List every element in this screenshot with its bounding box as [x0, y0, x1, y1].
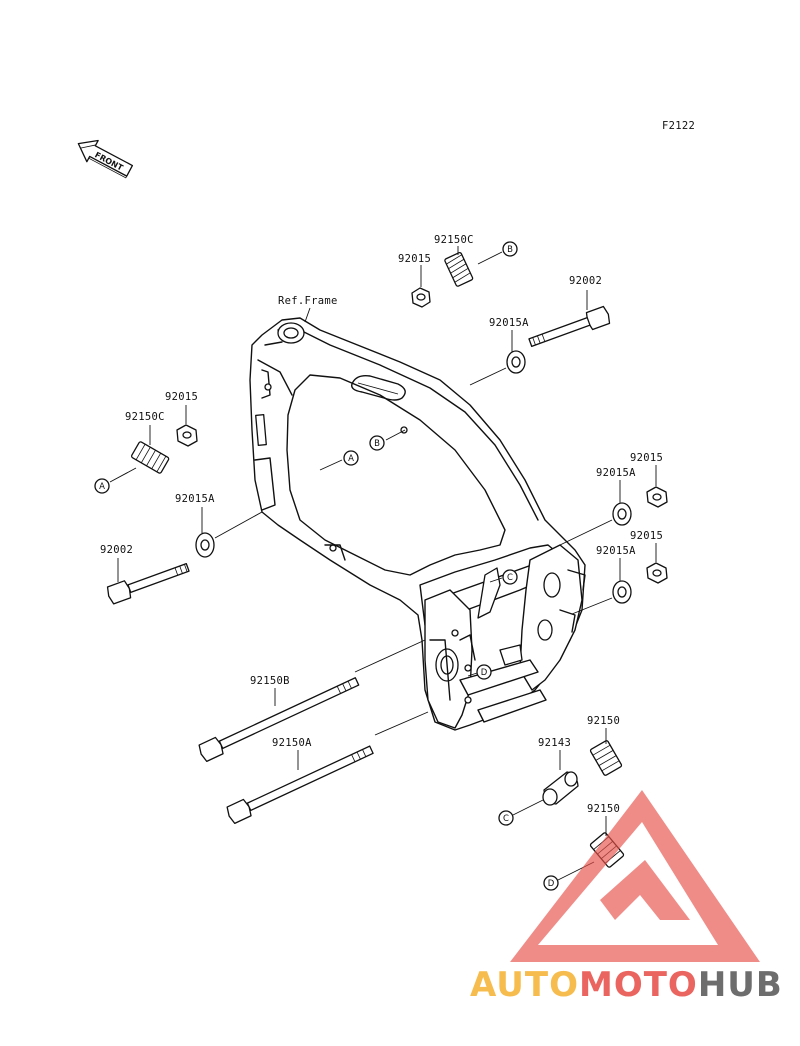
label-92015-left: 92015 — [165, 391, 198, 403]
collar-92015A-right-2 — [571, 558, 632, 615]
bolt-92002-left — [106, 558, 190, 605]
label-92143: 92143 — [538, 737, 571, 749]
callout-C-frame: C — [502, 569, 518, 585]
frame-assembly — [249, 317, 586, 731]
front-arrow-icon: FRONT — [77, 139, 134, 179]
nut-92015-top — [411, 265, 431, 308]
svg-text:C: C — [503, 814, 509, 824]
label-92015A-right-1: 92015A — [596, 467, 636, 479]
svg-text:D: D — [481, 668, 488, 678]
label-92150-b: 92150 — [587, 803, 620, 815]
nut-92015-right-1 — [646, 465, 668, 508]
watermark-auto: AUTO — [470, 965, 579, 1005]
watermark-moto: MOTO — [579, 965, 698, 1005]
label-ref-frame: Ref.Frame — [278, 295, 338, 307]
nut-92015-right-2 — [646, 543, 668, 584]
bolt-92150A — [226, 711, 429, 825]
callout-D-bottom: D — [543, 875, 559, 891]
label-92150B: 92150B — [250, 675, 290, 687]
svg-text:D: D — [548, 879, 555, 889]
collar-spring-92150-a — [589, 728, 623, 776]
label-92015-right-1: 92015 — [630, 452, 663, 464]
callout-A-frame: A — [343, 450, 359, 466]
diagram-code: F2122 — [662, 120, 695, 132]
label-92015A-right-2: 92015A — [596, 545, 636, 557]
watermark-text: AUTOMOTOHUB — [470, 965, 783, 1005]
label-92150C-left: 92150C — [125, 411, 165, 423]
svg-text:C: C — [507, 573, 513, 583]
label-92015A-top: 92015A — [489, 317, 529, 329]
label-92150A: 92150A — [272, 737, 312, 749]
label-92002-right: 92002 — [569, 275, 602, 287]
svg-text:B: B — [507, 245, 513, 255]
callout-D-frame: D — [476, 664, 492, 680]
collar-spring-92150C-top — [444, 246, 474, 287]
collar-92015A-left — [195, 507, 263, 558]
svg-text:B: B — [374, 439, 380, 449]
automotohub-watermark: AUTOMOTOHUB — [470, 790, 783, 1005]
watermark-hub: HUB — [698, 965, 783, 1005]
callout-A-left: A — [94, 478, 110, 494]
label-92015-top: 92015 — [398, 253, 431, 265]
label-92150-a: 92150 — [587, 715, 620, 727]
label-92015A-left: 92015A — [175, 493, 215, 505]
svg-text:A: A — [348, 454, 354, 464]
collar-92015A-top — [469, 330, 526, 386]
nut-92015-left — [176, 405, 198, 447]
callout-C-bottom: C — [498, 810, 514, 826]
label-92150C-top: 92150C — [434, 234, 474, 246]
watermark-triangle-icon — [510, 790, 760, 962]
bolt-92002-right — [528, 290, 611, 348]
label-92015-right-2: 92015 — [630, 530, 663, 542]
collar-spring-92150C-left — [109, 425, 170, 483]
collar-92015A-right-1 — [559, 480, 632, 546]
callout-B-top: B — [502, 241, 518, 257]
label-92002-left: 92002 — [100, 544, 133, 556]
bolt-92150B — [198, 639, 426, 763]
collar-92143 — [512, 750, 579, 816]
svg-text:A: A — [99, 482, 105, 492]
callout-B-frame: B — [369, 435, 385, 451]
